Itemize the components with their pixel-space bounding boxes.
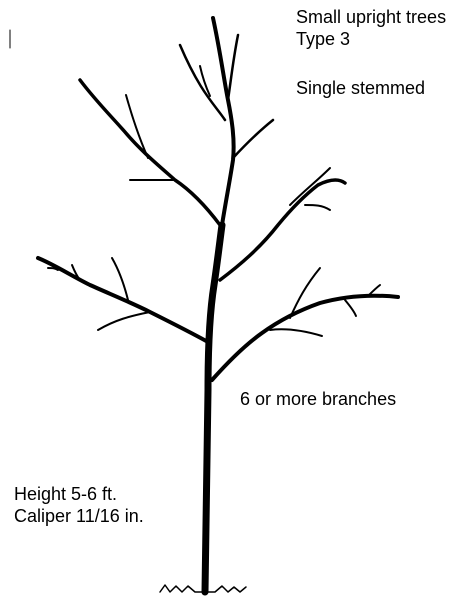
leader-twig-4 <box>231 118 275 160</box>
twig-ur-2 <box>304 204 331 211</box>
form-label: Single stemmed <box>296 78 426 98</box>
caliper-label: Caliper 11/16 in. <box>14 506 144 526</box>
leader-twig-1 <box>226 33 240 102</box>
twig-lr-4 <box>367 284 381 297</box>
title-line-1: Small upright trees <box>296 7 447 27</box>
branch-lower-left <box>36 256 210 344</box>
tree-leader <box>211 16 236 227</box>
twig-lr-2 <box>289 267 321 319</box>
twig-lr-3 <box>344 299 357 317</box>
branch-lower-right <box>210 293 400 382</box>
branch-upper-right <box>218 178 347 282</box>
ground-grass <box>159 584 247 593</box>
twig-ur-1 <box>289 167 331 206</box>
twig-ll-2 <box>111 257 129 301</box>
dimensions-block: Height 5-6 ft. Caliper 11/16 in. <box>14 483 144 527</box>
twig-ll-3 <box>71 264 81 281</box>
branch-count-note: 6 or more branches <box>240 389 397 409</box>
leader-twig-3 <box>199 65 211 97</box>
height-label: Height 5-6 ft. <box>14 484 118 504</box>
twig-lr-1 <box>269 328 323 337</box>
title-line-2: Type 3 <box>296 29 351 49</box>
twig-ll-4 <box>47 267 59 271</box>
title-block: Small upright trees Type 3 <box>296 6 446 50</box>
twig-ll-1 <box>97 311 151 331</box>
branch-upper-left <box>78 78 222 227</box>
tree-trunk <box>201 221 226 596</box>
leader-twig-2 <box>178 43 227 122</box>
twig-ul-2 <box>125 94 149 159</box>
